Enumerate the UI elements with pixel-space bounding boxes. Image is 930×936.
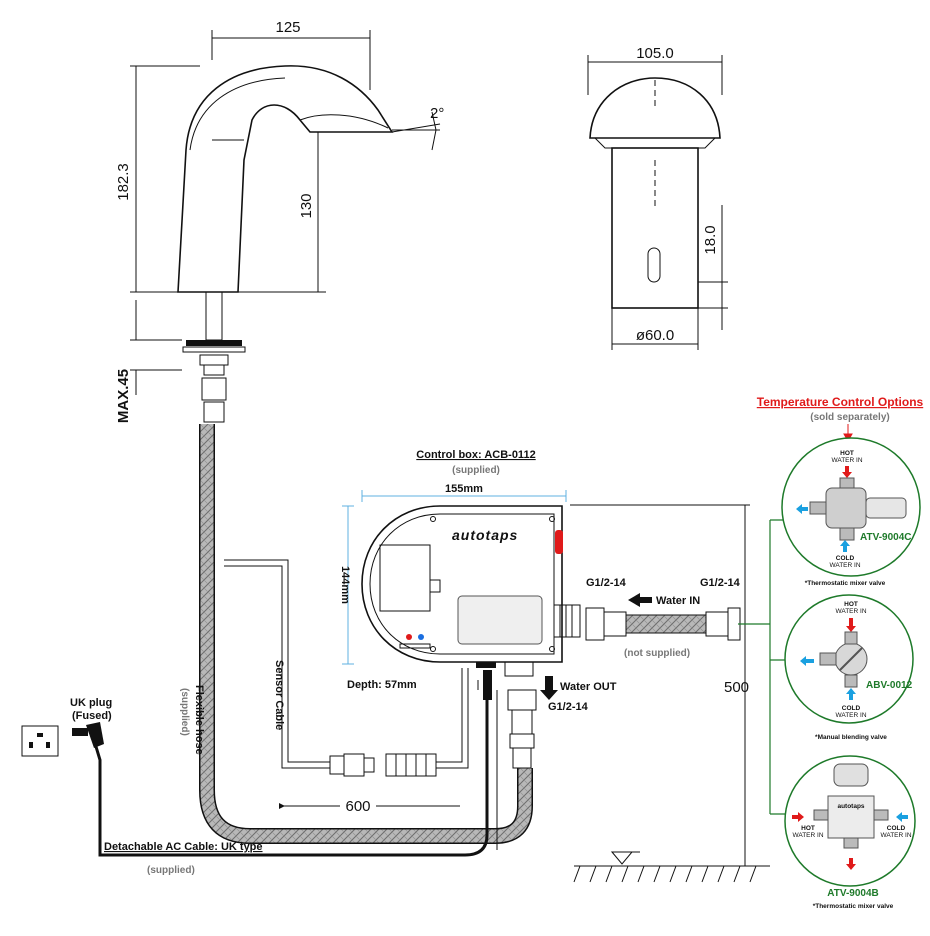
faucet-side-view: 125 182.3 130 2° MAX.45: [115, 19, 444, 423]
valve3-caption: *Thermostatic mixer valve: [813, 903, 894, 910]
valve2-caption: *Manual blending valve: [815, 734, 887, 741]
valve-atv-9004b: autotaps HOT WATER IN COLD WATER IN ATV-…: [784, 755, 916, 910]
max-depth-dim: MAX.45: [115, 369, 132, 423]
thread-right-label: G1/2-14: [700, 577, 741, 589]
control-box-brand: autotaps: [452, 527, 518, 543]
control-box: Control box: ACB-0112 (supplied) 155mm 1…: [339, 449, 581, 691]
outlet-fitting: [507, 689, 537, 769]
valve1-caption: *Thermostatic mixer valve: [805, 580, 886, 587]
valve3-model: ATV-9004B: [827, 888, 879, 899]
valve2-cold: COLD: [842, 705, 861, 712]
faucet-column: [611, 147, 699, 309]
front-width-dim: 105.0: [636, 45, 674, 62]
flexible-hose-label: Flexible hose: [193, 685, 205, 755]
control-box-title: Control box: ACB-0112: [416, 449, 535, 461]
valve2-hot: HOT: [844, 601, 858, 608]
height-500-dim: 500: [724, 679, 749, 696]
faucet-body: [177, 65, 394, 293]
thread-out-label: G1/2-14: [548, 701, 589, 713]
faucet-shank: [205, 291, 223, 341]
ac-cable-label: Detachable AC Cable: UK type: [104, 841, 263, 853]
sensor-cable: [224, 559, 330, 763]
water-in-arrow: [628, 593, 652, 607]
not-supplied-label: (not supplied): [624, 648, 690, 659]
faucet-front-view: 105.0 18.0 ø60.0: [587, 45, 728, 350]
length-600-dim: 600: [345, 798, 370, 815]
control-box-width: 155mm: [445, 483, 483, 495]
floor-symbol: [573, 851, 770, 883]
spout-angle-dim: 2°: [430, 105, 444, 122]
sensor-window: [647, 247, 661, 283]
flexible-hose-sub: (supplied): [179, 688, 190, 736]
sensor-height-dim: 18.0: [702, 225, 719, 254]
temp-options-subtitle: (sold separately): [810, 412, 889, 423]
control-box-depth: Depth: 57mm: [347, 679, 417, 691]
faucet-height-dim: 182.3: [115, 163, 132, 201]
sensor-cable-label: Sensor Cable: [273, 660, 285, 730]
uk-plug-icon: [72, 722, 104, 748]
spout-height-dim: 130: [298, 193, 315, 218]
valve3-brand: autotaps: [837, 803, 864, 810]
valve2-cold-sub: WATER IN: [835, 712, 866, 719]
control-box-supplied: (supplied): [452, 465, 500, 476]
water-in-hose: [585, 607, 741, 641]
faucet-head: [589, 77, 721, 139]
valve2-hot-sub: WATER IN: [835, 608, 866, 615]
valve-atv-9004c: HOT WATER IN COLD WATER IN ATV-9004C *Th…: [781, 437, 921, 587]
water-out-label: Water OUT: [560, 681, 617, 693]
valve3-hot: HOT: [801, 825, 815, 832]
ac-cable: [92, 700, 489, 857]
valve3-cold: COLD: [887, 825, 906, 832]
ac-cable-sub: (supplied): [147, 865, 195, 876]
valve-abv-0012: HOT WATER IN COLD WATER IN ABV-0012 *Man…: [784, 594, 914, 741]
valve3-hot-sub: WATER IN: [792, 832, 823, 839]
faucet-flange: [186, 340, 242, 346]
faucet-width-dim: 125: [275, 19, 300, 36]
control-box-height: 144mm: [339, 566, 351, 604]
valve1-model: ATV-9004C: [860, 532, 912, 543]
valve1-cold: COLD: [836, 555, 855, 562]
column-diameter-dim: ø60.0: [636, 327, 674, 344]
valve3-cold-sub: WATER IN: [880, 832, 911, 839]
sensor-cable-connector: [329, 753, 437, 777]
temp-options-title: Temperature Control Options: [757, 395, 924, 409]
valve1-cold-sub: WATER IN: [829, 562, 860, 569]
uk-plug-label: UK plug: [70, 697, 112, 709]
water-in-label: Water IN: [656, 595, 700, 607]
water-out-arrow: [540, 676, 558, 700]
valve2-model: ABV-0012: [866, 680, 913, 691]
uk-socket-icon: [21, 725, 59, 757]
valve1-hot: HOT: [840, 450, 854, 457]
uk-plug-sub: (Fused): [72, 710, 112, 722]
thread-left-label: G1/2-14: [586, 577, 627, 589]
valve1-hot-sub: WATER IN: [831, 457, 862, 464]
